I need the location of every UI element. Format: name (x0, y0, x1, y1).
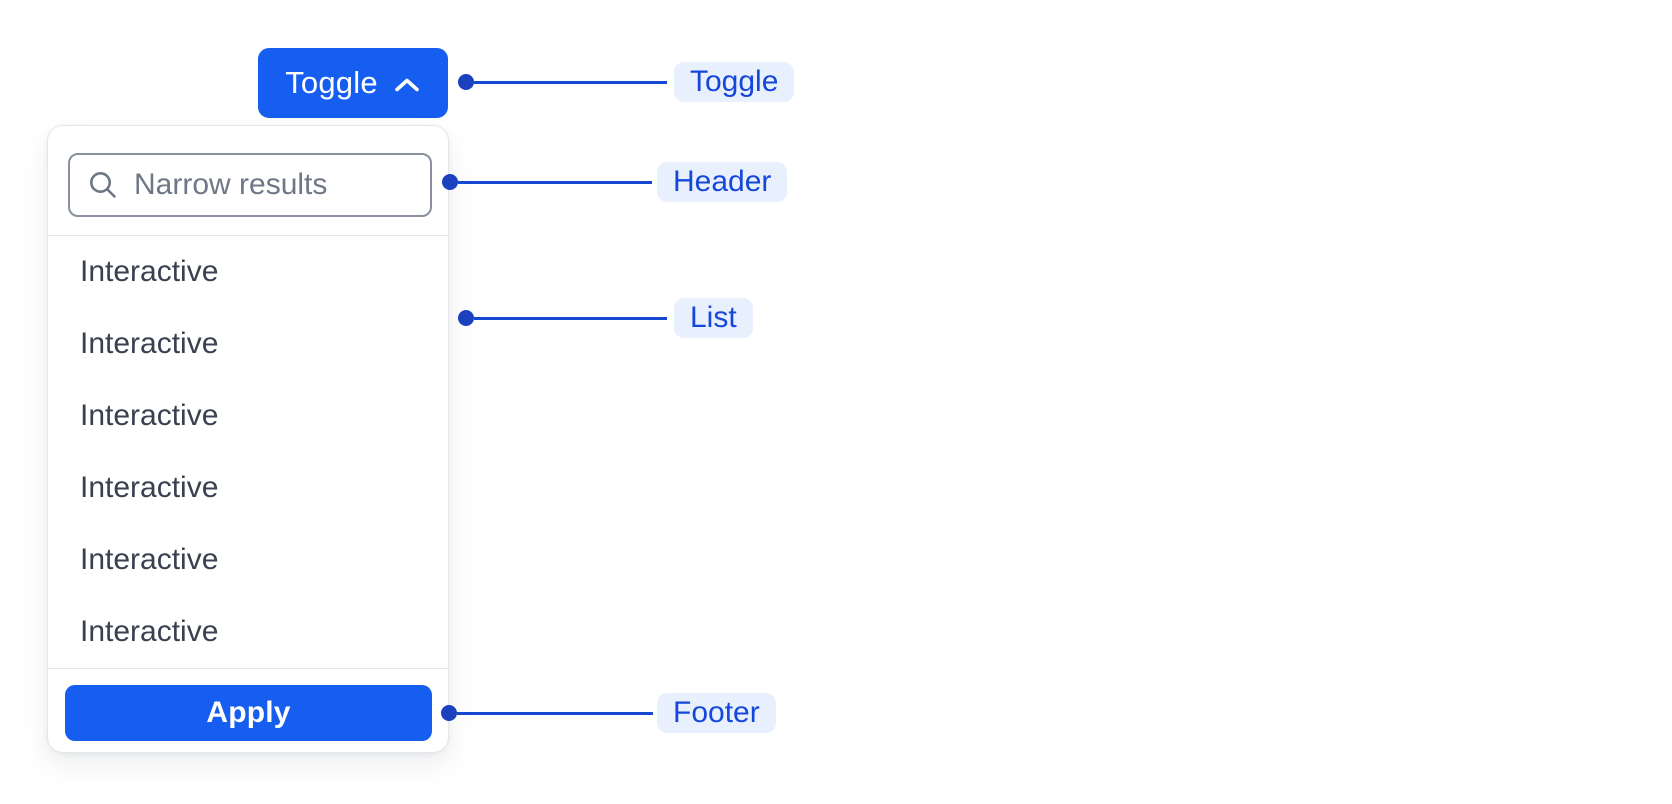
callout-header-label: Header (657, 162, 788, 202)
dropdown-panel: Interactive Interactive Interactive Inte… (47, 125, 449, 753)
toggle-button-label: Toggle (285, 65, 378, 100)
connector-line (457, 711, 653, 715)
list-item[interactable]: Interactive (80, 543, 219, 576)
list-item[interactable]: Interactive (80, 255, 219, 288)
connector-dot (441, 705, 457, 721)
dropdown-list: Interactive Interactive Interactive Inte… (48, 236, 448, 668)
toggle-button[interactable]: Toggle (258, 48, 448, 118)
connector-dot (458, 74, 474, 90)
search-input[interactable] (134, 168, 414, 202)
dropdown-footer: Apply (48, 668, 448, 753)
connector-dot (442, 174, 458, 190)
callout-toggle-label: Toggle (674, 62, 795, 102)
connector-line (474, 316, 667, 320)
list-item[interactable]: Interactive (80, 471, 219, 504)
list-item[interactable]: Interactive (80, 399, 219, 432)
list-item[interactable]: Interactive (80, 327, 219, 360)
list-item[interactable]: Interactive (80, 615, 219, 648)
chevron-up-icon (393, 76, 421, 94)
callout-list-label: List (674, 298, 753, 338)
connector-line (458, 180, 652, 184)
connector-line (474, 80, 667, 84)
dropdown-header (48, 126, 448, 236)
search-icon (87, 169, 119, 201)
callout-footer: Footer (441, 693, 776, 733)
apply-button[interactable]: Apply (65, 685, 432, 741)
callout-header: Header (442, 162, 788, 202)
callout-footer-label: Footer (657, 693, 776, 733)
search-field[interactable] (68, 153, 432, 217)
connector-dot (458, 310, 474, 326)
callout-toggle: Toggle (458, 62, 795, 102)
callout-list: List (458, 298, 753, 338)
